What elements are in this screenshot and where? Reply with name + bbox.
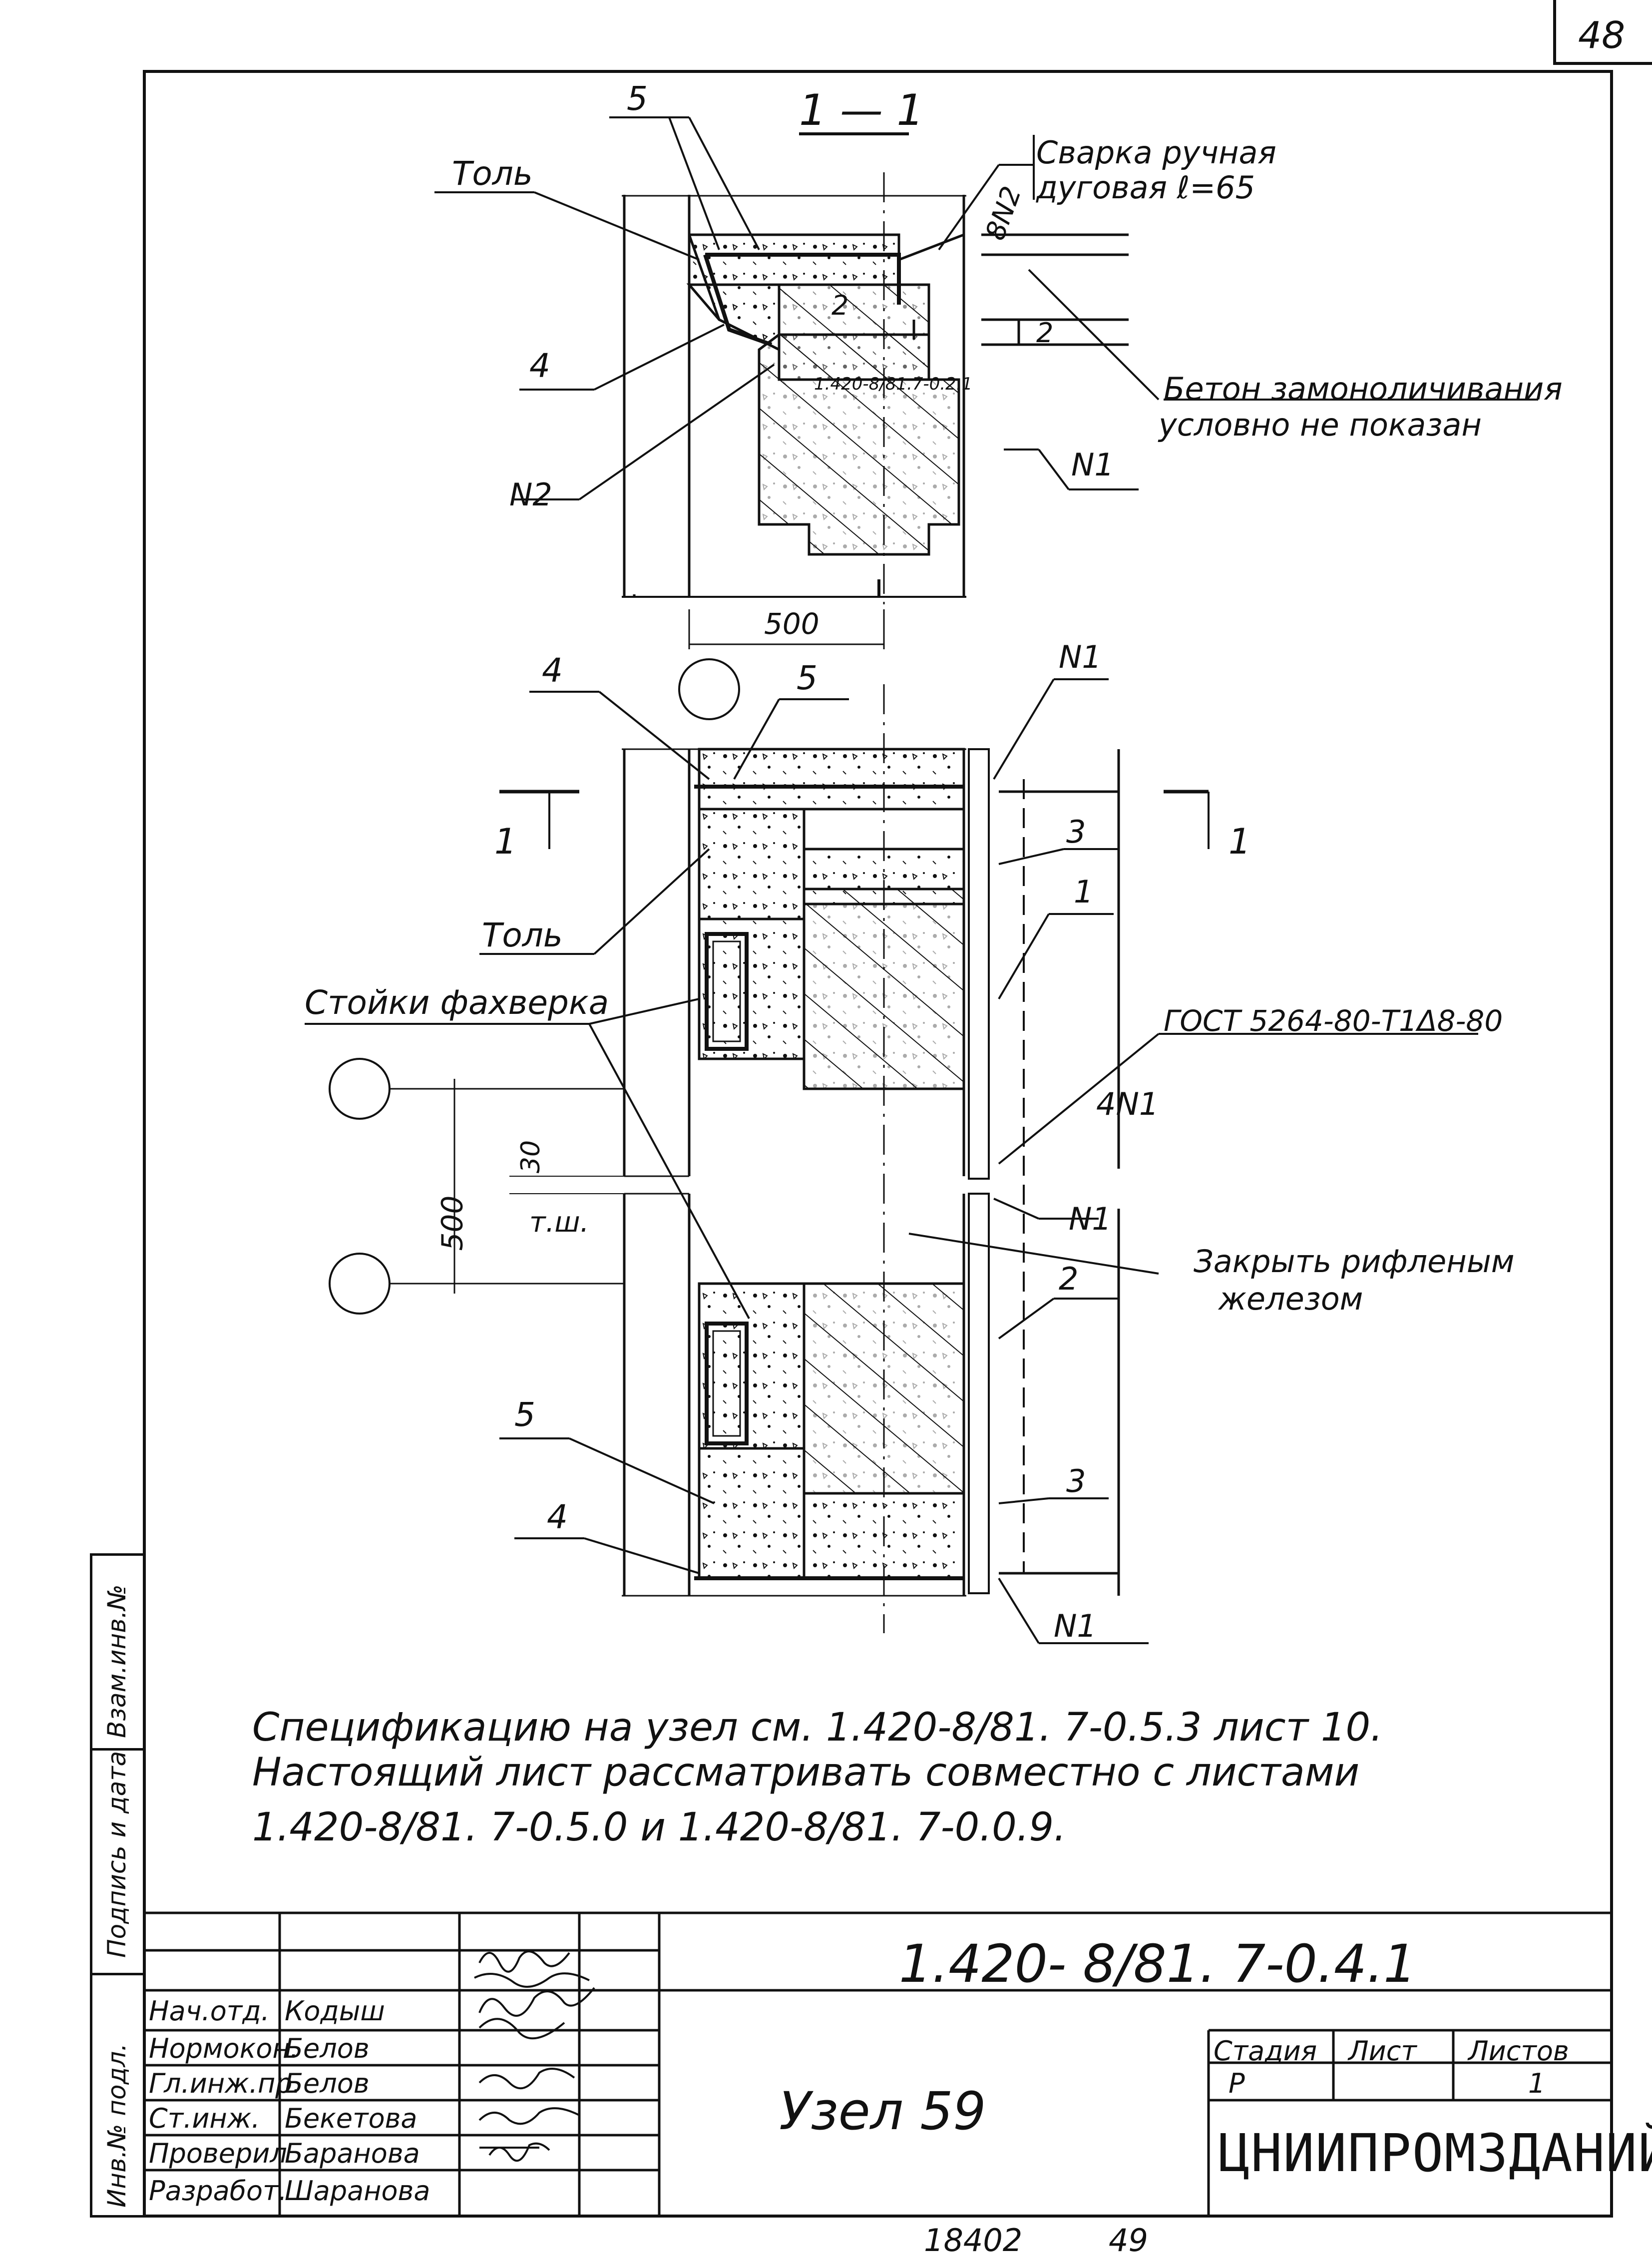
staff-name: Шаранова — [285, 2175, 430, 2207]
note-line-1: Спецификацию на узел см. 1.420-8/81. 7-0… — [252, 1705, 1383, 1750]
callout-3b: 3 — [1066, 1463, 1086, 1499]
sheet-number: 48 — [1578, 14, 1626, 57]
node-title: Узел 59 — [779, 2081, 986, 2142]
callout-n1-bottom: N1 — [1054, 1608, 1097, 1644]
staff-role: Гл.инж.пр. — [149, 2068, 301, 2099]
organization: ЦНИИПРОМЗДАНИЙ — [1219, 2123, 1652, 2184]
callout-weld-2: дуговая ℓ=65 — [1036, 169, 1255, 206]
section-1-1 — [622, 132, 1129, 649]
callout-n1-top: N1 — [1071, 447, 1114, 483]
staff-role: Нач.отд. — [149, 1995, 270, 2027]
callout-4-low: 4 — [547, 1498, 568, 1536]
callout-close-2: железом — [1219, 1281, 1363, 1317]
callout-n2: N2 — [509, 476, 552, 513]
dim-30: 30 — [516, 1140, 546, 1174]
callout-concrete-2: условно не показан — [1159, 407, 1482, 443]
note-line-3: 1.420-8/81. 7-0.5.0 и 1.420-8/81. 7-0.0.… — [252, 1805, 1066, 1850]
staff-role: Разработ. — [149, 2175, 287, 2207]
callout-2b: 2 — [1036, 317, 1054, 349]
doc-code: 1.420- 8/81. 7-0.4.1 — [899, 1933, 1417, 1994]
sheets-total: 1 — [1528, 2068, 1546, 2099]
staff-name: Кодыш — [285, 1995, 385, 2027]
side-stamp-column — [90, 1553, 143, 2218]
callout-tol-top: Толь — [452, 154, 533, 193]
staff-role: Ст.инж. — [149, 2103, 260, 2134]
section-title: 1 — 1 — [799, 85, 924, 135]
callout-ref-inner: 1.420-8/81.7-0.2.1 — [814, 374, 973, 394]
drawing-frame — [143, 70, 1613, 2218]
callout-3a: 3 — [1066, 814, 1086, 850]
stage-header: Стадия — [1214, 2035, 1317, 2067]
side-stamp-divider-2 — [90, 1973, 143, 1975]
callout-5-top: 5 — [627, 79, 648, 118]
callout-2a: 2 — [831, 290, 849, 321]
sheet-number-box — [1553, 0, 1652, 65]
staff-role: Проверил — [149, 2138, 287, 2169]
callout-4n1: 4N1 — [1096, 1086, 1159, 1122]
callout-tol-mid: Толь — [482, 916, 563, 954]
section-mark-left: 1 — [494, 821, 517, 862]
title-block-grid — [143, 1911, 1613, 2218]
callout-close-1: Закрыть рифленым — [1194, 1243, 1515, 1280]
leader-lines — [305, 116, 1538, 1644]
signatures — [474, 1950, 595, 2162]
callout-n1-lower: N1 — [1069, 1201, 1112, 1237]
section-mark-right: 1 — [1229, 821, 1251, 862]
callout-tsh: т.ш. — [529, 1206, 589, 1239]
callout-1a: 1 — [1074, 874, 1094, 910]
staff-name: Бекетова — [285, 2103, 417, 2134]
sheets-header: Листов — [1468, 2035, 1569, 2067]
staff-name: Белов — [285, 2068, 370, 2099]
plan-view — [329, 658, 1210, 1633]
sheet-header: Лист — [1348, 2035, 1417, 2067]
callout-weld-1: Сварка ручная — [1036, 134, 1276, 171]
dim-500-left: 500 — [435, 1195, 469, 1251]
callout-5-low: 5 — [514, 1395, 535, 1434]
callout-2c: 2 — [1059, 1261, 1079, 1297]
callout-4-mid: 4 — [542, 651, 563, 690]
side-stamp-divider-1 — [90, 1748, 143, 1751]
archive-number: 18402 — [924, 2222, 1023, 2259]
callout-stoiki: Стойки фахверка — [305, 983, 609, 1022]
staff-role: Нормокон. — [149, 2033, 299, 2064]
callout-5-mid: 5 — [797, 659, 818, 697]
callout-n1-mid: N1 — [1059, 639, 1102, 675]
staff-name: Баранова — [285, 2138, 420, 2169]
dim-500-top: 500 — [764, 607, 820, 641]
callout-concrete-1: Бетон замоноличивания — [1164, 371, 1563, 407]
stage-value: Р — [1229, 2068, 1245, 2099]
callout-gost: ГОСТ 5264-80-Т1Δ8-80 — [1164, 1004, 1503, 1038]
note-line-2: Настоящий лист рассматривать совместно с… — [252, 1750, 1360, 1795]
page-number: 49 — [1109, 2222, 1148, 2259]
staff-name: Белов — [285, 2033, 370, 2064]
callout-4-top: 4 — [529, 347, 550, 385]
